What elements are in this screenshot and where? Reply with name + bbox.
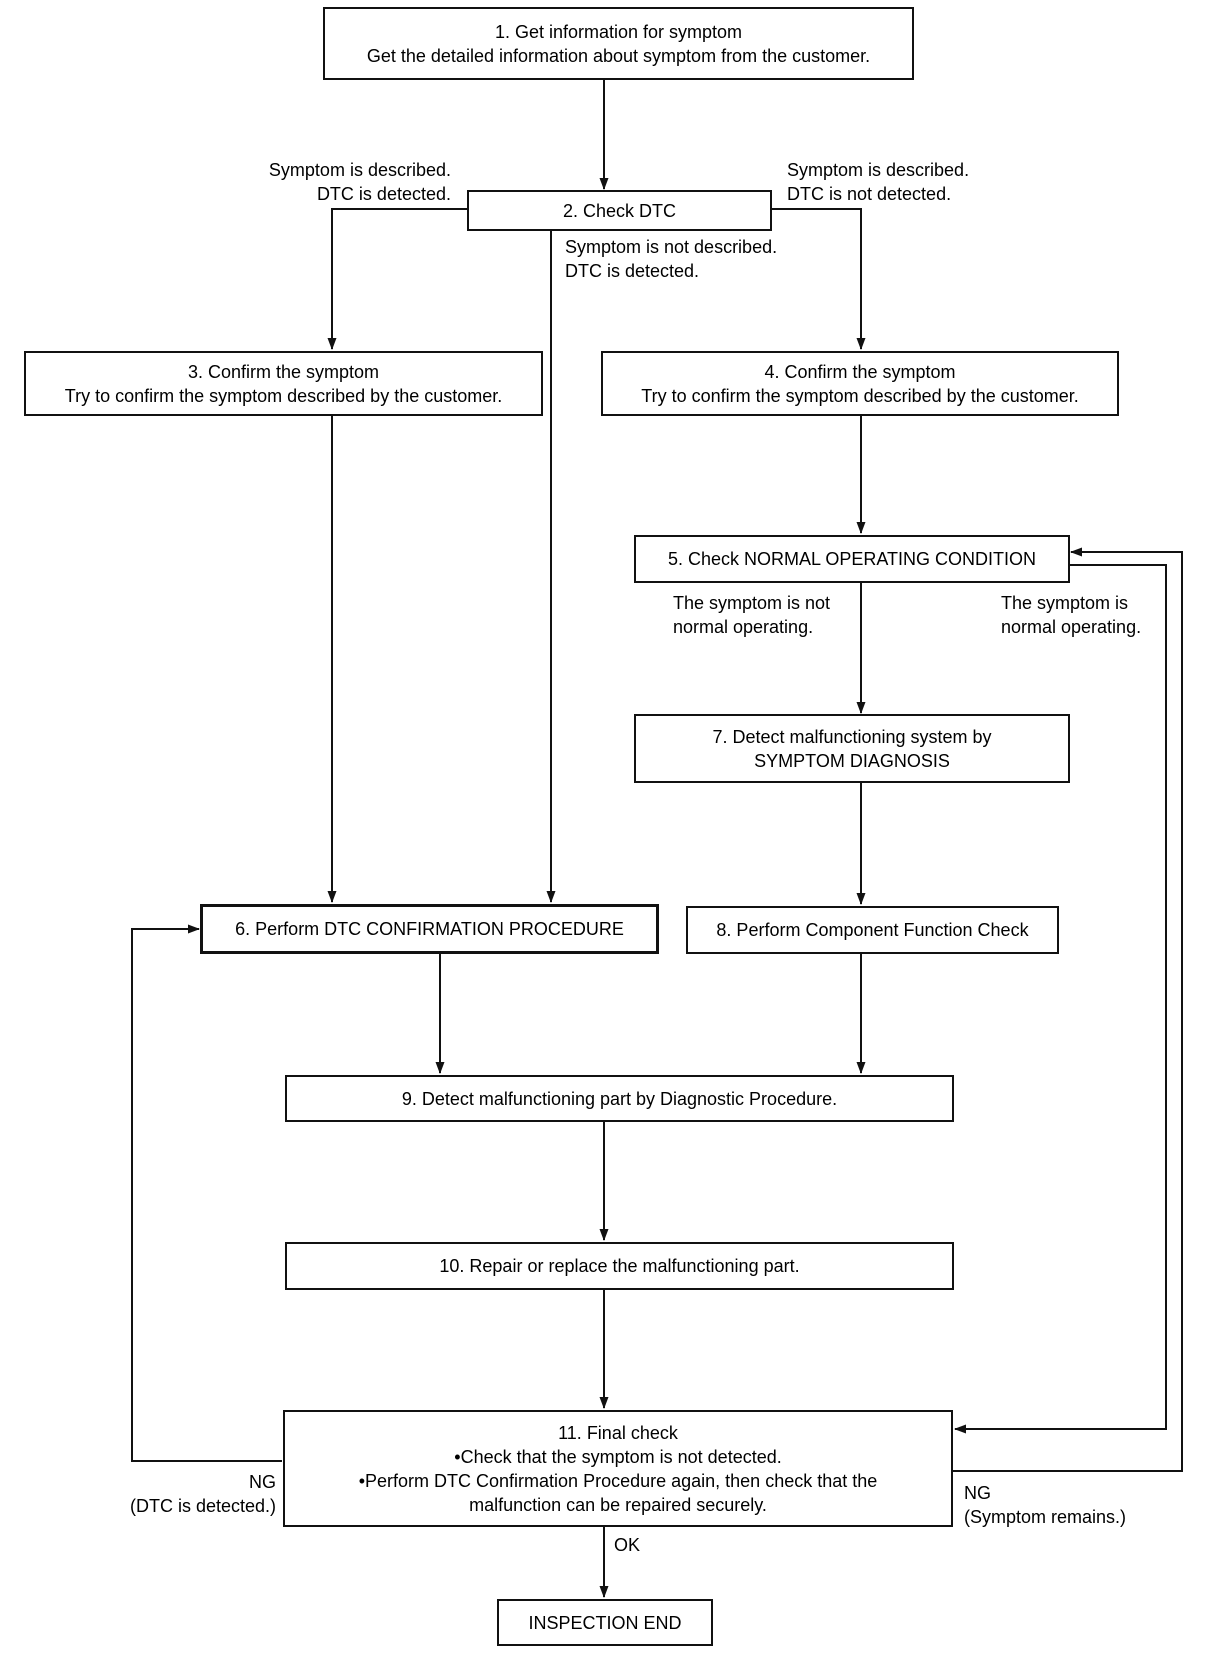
step-5-box: 5. Check NORMAL OPERATING CONDITION [634,535,1070,583]
step-11-bullet-2: •Perform DTC Confirmation Procedure agai… [358,1470,878,1491]
step-6-title: 6. Perform DTC CONFIRMATION PROCEDURE [235,919,624,939]
label-ok: OK [614,1535,641,1555]
step-8-title: 8. Perform Component Function Check [716,920,1029,940]
step-11-bullet-2-cont: malfunction can be repaired securely. [469,1494,767,1515]
step-10-title: 10. Repair or replace the malfunctioning… [439,1256,800,1276]
arrow-11-ng-to-6 [131,924,282,1462]
step-2-title: 2. Check DTC [562,200,677,221]
label-not-described-detected: Symptom is not described. DTC is detecte… [565,237,778,281]
step-4-detail: Try to confirm the symptom described by … [641,385,1079,406]
step-4-box: 4. Confirm the symptom Try to confirm th… [601,351,1119,416]
step-11-box: 11. Final check •Check that the symptom … [283,1410,953,1527]
label-not-normal-operating: The symptom is not normal operating. [673,593,831,637]
label-described-detected: Symptom is described. DTC is detected. [268,160,451,204]
step-1-detail: Get the detailed information about sympt… [366,45,871,66]
step-6-box: 6. Perform DTC CONFIRMATION PROCEDURE [200,904,659,954]
step-1-box: 1. Get information for symptom Get the d… [323,7,914,80]
label-ng-dtc-detected: NG (DTC is detected.) [129,1472,276,1516]
step-4-title: 4. Confirm the symptom [764,361,956,382]
step-5-title: 5. Check NORMAL OPERATING CONDITION [667,549,1037,569]
inspection-end-box: INSPECTION END [497,1599,713,1646]
arrow-5-to-11 [954,564,1167,1434]
arrow-2-to-3 [327,208,467,350]
step-3-title: 3. Confirm the symptom [187,361,380,382]
step-7-line2: SYMPTOM DIAGNOSIS [754,750,950,771]
step-10-box: 10. Repair or replace the malfunctioning… [285,1242,954,1290]
arrow-2-to-4 [771,208,866,350]
step-8-box: 8. Perform Component Function Check [686,906,1059,954]
step-2-box: 2. Check DTC [467,190,772,231]
step-3-box: 3. Confirm the symptom Try to confirm th… [24,351,543,416]
step-11-bullet-1: •Check that the symptom is not detected. [454,1446,782,1467]
inspection-end-title: INSPECTION END [528,1612,682,1633]
step-1-title: 1. Get information for symptom [494,21,743,42]
label-described-not-detected: Symptom is described. DTC is not detecte… [787,160,970,204]
step-9-box: 9. Detect malfunctioning part by Diagnos… [285,1075,954,1122]
step-7-box: 7. Detect malfunctioning system by SYMPT… [634,714,1070,783]
step-11-title: 11. Final check [558,1422,678,1443]
step-7-line1: 7. Detect malfunctioning system by [712,726,992,747]
label-ng-symptom-remains: NG (Symptom remains.) [964,1483,1127,1527]
label-normal-operating: The symptom is normal operating. [1001,593,1142,637]
arrow-11-ng-to-5 [952,547,1183,1472]
step-3-detail: Try to confirm the symptom described by … [64,385,503,406]
step-9-title: 9. Detect malfunctioning part by Diagnos… [401,1088,838,1109]
